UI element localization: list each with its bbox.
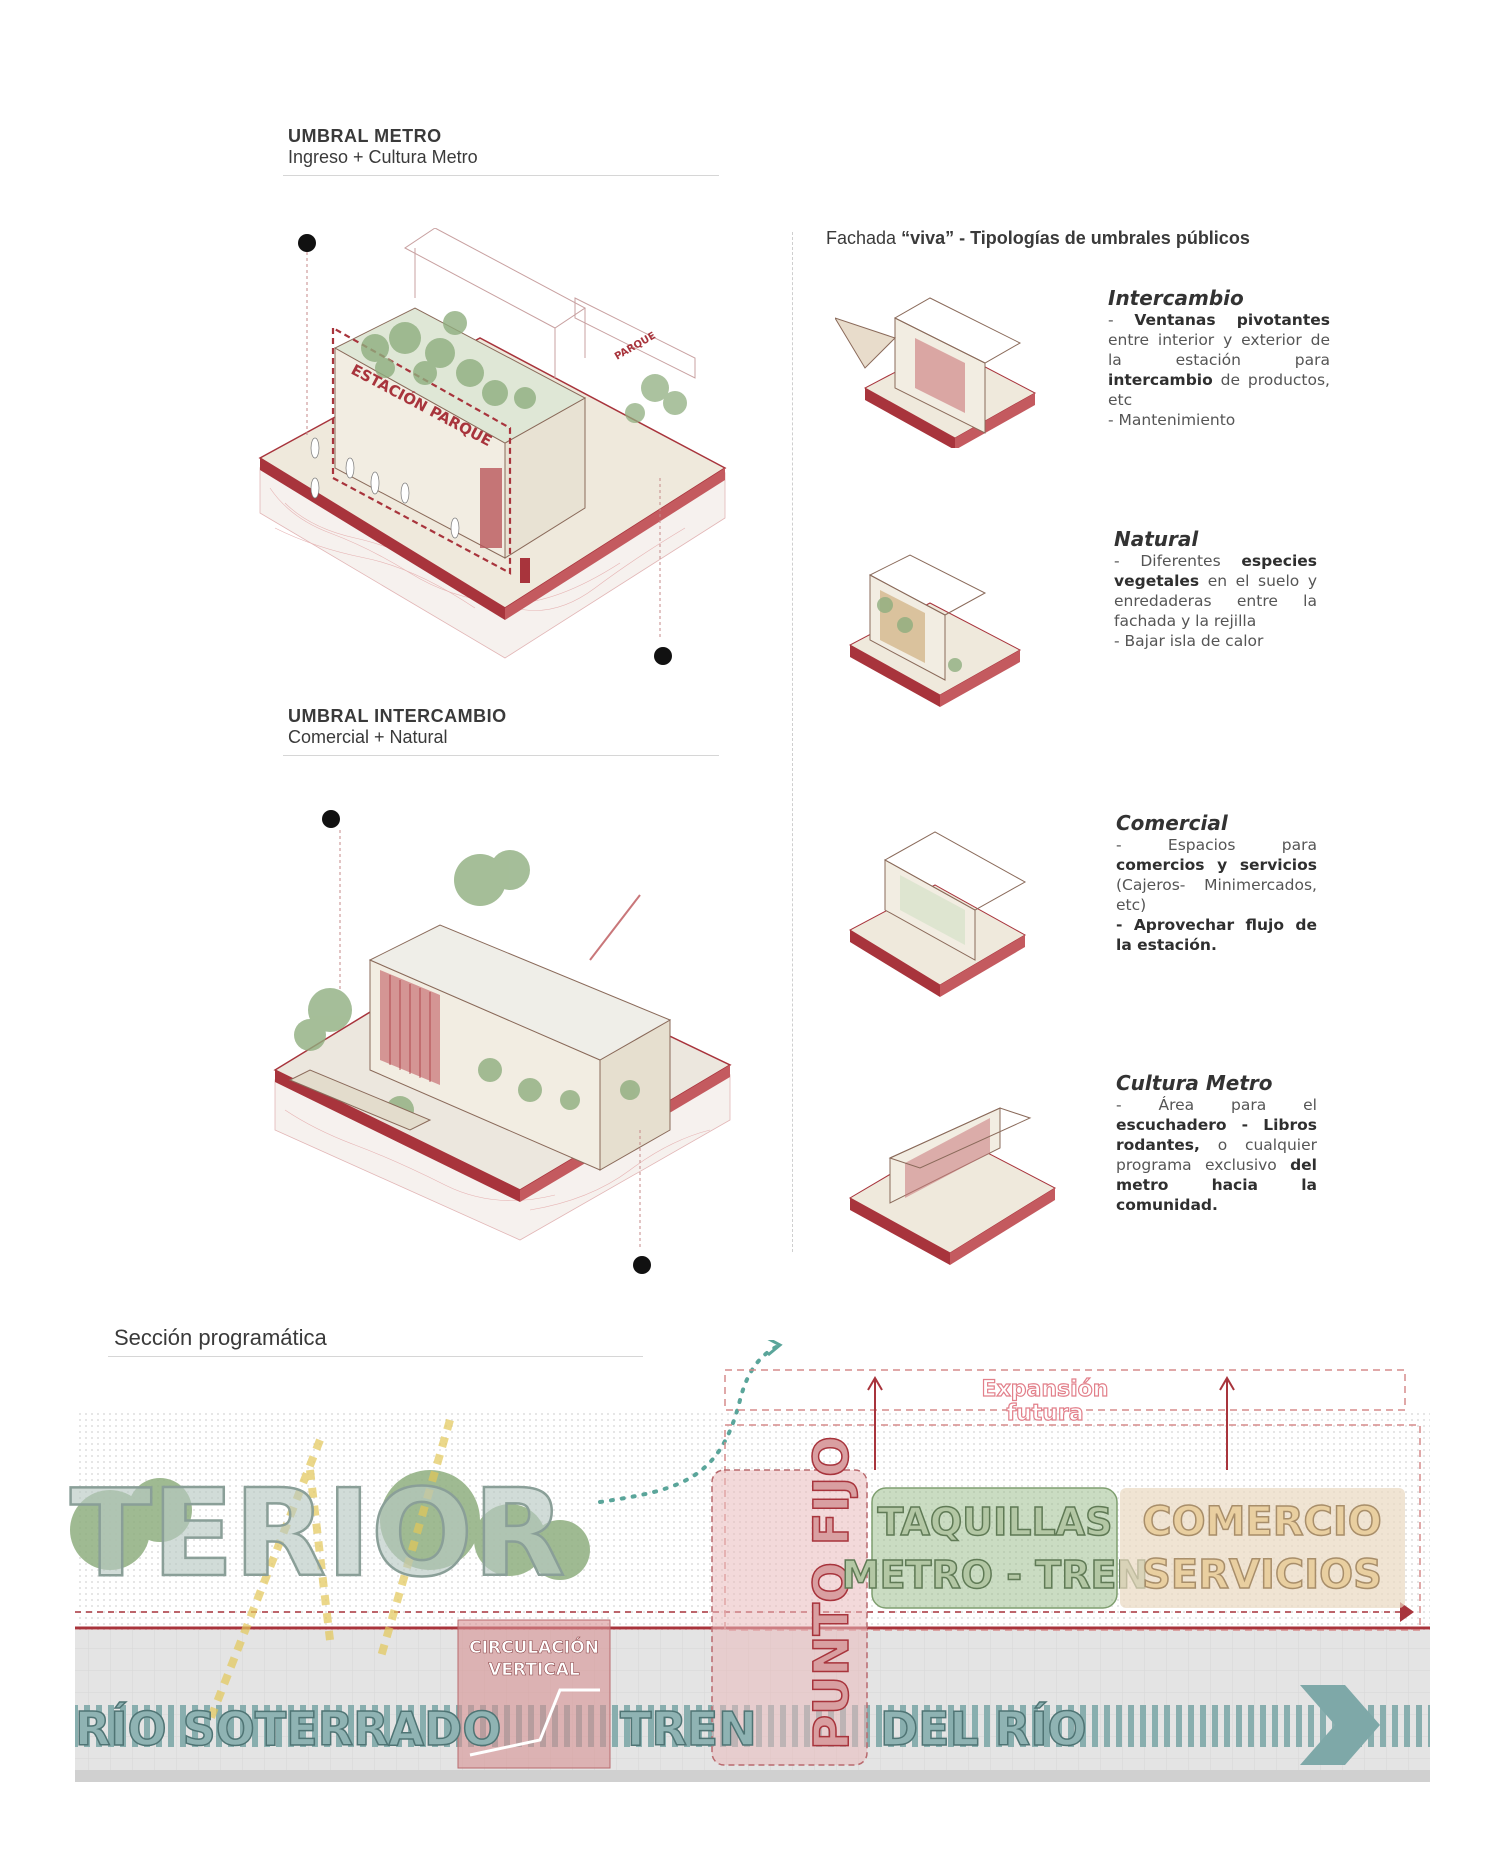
type-comercial-title: Comercial [1116, 811, 1228, 835]
type-intercambio: Intercambio - Ventanas pivotantes entre … [1108, 286, 1330, 430]
intercambio-thumbnail [835, 297, 1037, 448]
programmatic-section: TERIOR Expansión futura PUNTO FIJO TAQUI… [69, 1340, 1430, 1782]
expansion-line2: futura [1006, 1401, 1083, 1426]
type-natural: Natural - Diferentes especies vegetales … [1114, 527, 1317, 651]
desc-run: comercios y servicios [1116, 856, 1317, 874]
umbral-intercambio-subtitle: Comercial + Natural [288, 727, 448, 747]
intercambio-bottom-marker-icon [633, 1256, 651, 1274]
heading-pre: Fachada [826, 228, 902, 248]
desc-run: intercambio [1108, 371, 1213, 389]
type-cultura-metro-desc: - Área para el escuchadero - Libros roda… [1116, 1095, 1317, 1215]
heading-em: “viva” [901, 228, 955, 248]
desc-run: - Mantenimiento [1108, 411, 1236, 429]
del-rio-label: DEL RÍO [880, 1702, 1087, 1756]
desc-run: entre interior y exterior de la estación… [1108, 331, 1330, 369]
desc-run: de productos, etc [1108, 371, 1330, 409]
type-natural-desc: - Diferentes especies vegetales en el su… [1114, 551, 1317, 651]
desc-run: Ventanas pivotantes [1134, 311, 1330, 329]
plaza-marker-icon [298, 234, 316, 252]
circulacion-line1: CIRCULACIÓN [469, 1636, 599, 1658]
type-comercial: Comercial - Espacios para comercios y se… [1116, 811, 1317, 955]
type-intercambio-title: Intercambio [1108, 286, 1244, 310]
desc-run: escuchadero - Libros rodantes, [1116, 1116, 1317, 1154]
desc-run: o cualquier programa exclusivo [1116, 1136, 1317, 1174]
expansion-line1: Expansión [982, 1377, 1109, 1402]
desc-run: (Cajeros- Minimercados, etc) [1116, 876, 1317, 914]
exterior-word: TERIOR [70, 1465, 565, 1604]
natural-thumbnail [848, 554, 1022, 707]
flow-chevron-icon [1300, 1685, 1380, 1765]
comercio-line1: COMERCIO [1142, 1499, 1382, 1545]
umbral-intercambio-title: UMBRAL INTERCAMBIO [288, 706, 507, 726]
comercial-thumbnail [848, 831, 1027, 997]
type-cultura-metro-title: Cultura Metro [1116, 1071, 1273, 1095]
column-divider [792, 232, 794, 1252]
desc-run: - Diferentes [1114, 552, 1242, 570]
desc-run: en el suelo y enredaderas entre la facha… [1114, 572, 1317, 630]
type-intercambio-desc: - Ventanas pivotantes entre interior y e… [1108, 310, 1330, 430]
taquillas-line2: METRO - TREN [842, 1553, 1148, 1597]
circulacion-line2: VERTICAL [488, 1660, 580, 1680]
desc-run: - Aprovechar flujo de la estación. [1116, 916, 1317, 954]
type-natural-title: Natural [1114, 527, 1199, 551]
desc-run: especies vegetales [1114, 552, 1317, 590]
umbral-metro-title: UMBRAL METRO [288, 126, 442, 146]
comercio-line2: SERVICIOS [1142, 1552, 1382, 1598]
desc-run: - [1108, 311, 1135, 329]
desc-run: - Bajar isla de calor [1114, 632, 1264, 650]
desc-run: - Área para el [1116, 1096, 1317, 1114]
type-cultura-metro: Cultura Metro - Área para el escuchadero… [1116, 1071, 1317, 1215]
section-title-rule [108, 1356, 643, 1357]
cultura-metro-thumbnail [848, 1107, 1057, 1265]
trace-marker-icon [654, 647, 672, 665]
punto-fijo-label: PUNTO FIJO [804, 1436, 860, 1750]
parque-label: PARQUE [613, 330, 658, 362]
soterrado-label: RÍO SOTERRADO [75, 1702, 501, 1756]
taquillas-line1: TAQUILLAS [878, 1500, 1113, 1544]
heading-post: - Tipologías de umbrales públicos [954, 228, 1250, 248]
desc-run: del metro hacia la comunidad. [1116, 1156, 1317, 1214]
typologies-heading: Fachada “viva” - Tipologías de umbrales … [826, 228, 1250, 249]
desc-run: - Espacios para [1116, 836, 1317, 854]
umbral-metro-axonometric: ESTACIÓN PARQUE PARQUE [258, 228, 727, 659]
type-comercial-desc: - Espacios para comercios y servicios (C… [1116, 835, 1317, 955]
umbral-intercambio-axonometric [273, 830, 732, 1250]
umbral-metro-rule [283, 175, 719, 176]
tren-label: TREN [620, 1702, 757, 1756]
umbral-metro-subtitle: Ingreso + Cultura Metro [288, 147, 478, 167]
umbral-intercambio-rule [283, 755, 719, 756]
intercambio-top-marker-icon [322, 810, 340, 828]
section-title: Sección programática [114, 1325, 327, 1350]
